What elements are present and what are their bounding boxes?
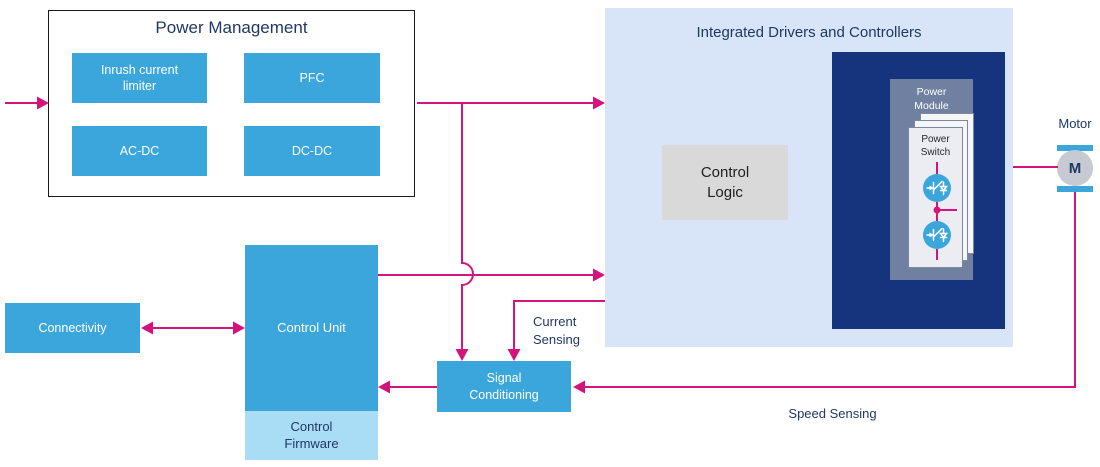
power-module-label: Power Module: [914, 86, 949, 112]
arrow-control-unit-to-drivers: [378, 268, 605, 282]
power-management-title: Power Management: [155, 18, 308, 37]
block-pfc: PFC: [244, 53, 380, 103]
motor-icon: [1057, 145, 1093, 151]
arrow-signal-conditioning-to-control-unit: [378, 380, 437, 394]
arrow-connectivity-control-unit: [141, 321, 245, 335]
power-switch-label: Power Switch: [920, 134, 951, 158]
motor-label: Motor: [1058, 116, 1092, 131]
block-control-unit: Control Unit: [245, 245, 378, 411]
arrow-power-to-signal-conditioning: [455, 103, 474, 361]
current-sensing-label: Current Sensing: [533, 314, 580, 347]
block-control-logic: Control Logic: [662, 145, 788, 220]
block-signal-conditioning: Signal Conditioning: [437, 361, 571, 412]
speed-sensing-label: Speed Sensing: [788, 406, 877, 421]
motor-icon: M: [1057, 150, 1093, 186]
block-connectivity: Connectivity: [5, 303, 140, 353]
integrated-drivers-title: Integrated Drivers and Controllers: [696, 24, 922, 41]
block-inrush-current-limiter: Inrush current limiter: [72, 53, 207, 103]
arrow-input-power: [5, 96, 49, 110]
block-dc-dc: DC-DC: [244, 126, 380, 176]
arrow-power-to-drivers: [417, 96, 605, 110]
block-control-firmware: Control Firmware: [245, 411, 378, 460]
motor-icon: [1057, 186, 1093, 192]
block-ac-dc: AC-DC: [72, 126, 207, 176]
